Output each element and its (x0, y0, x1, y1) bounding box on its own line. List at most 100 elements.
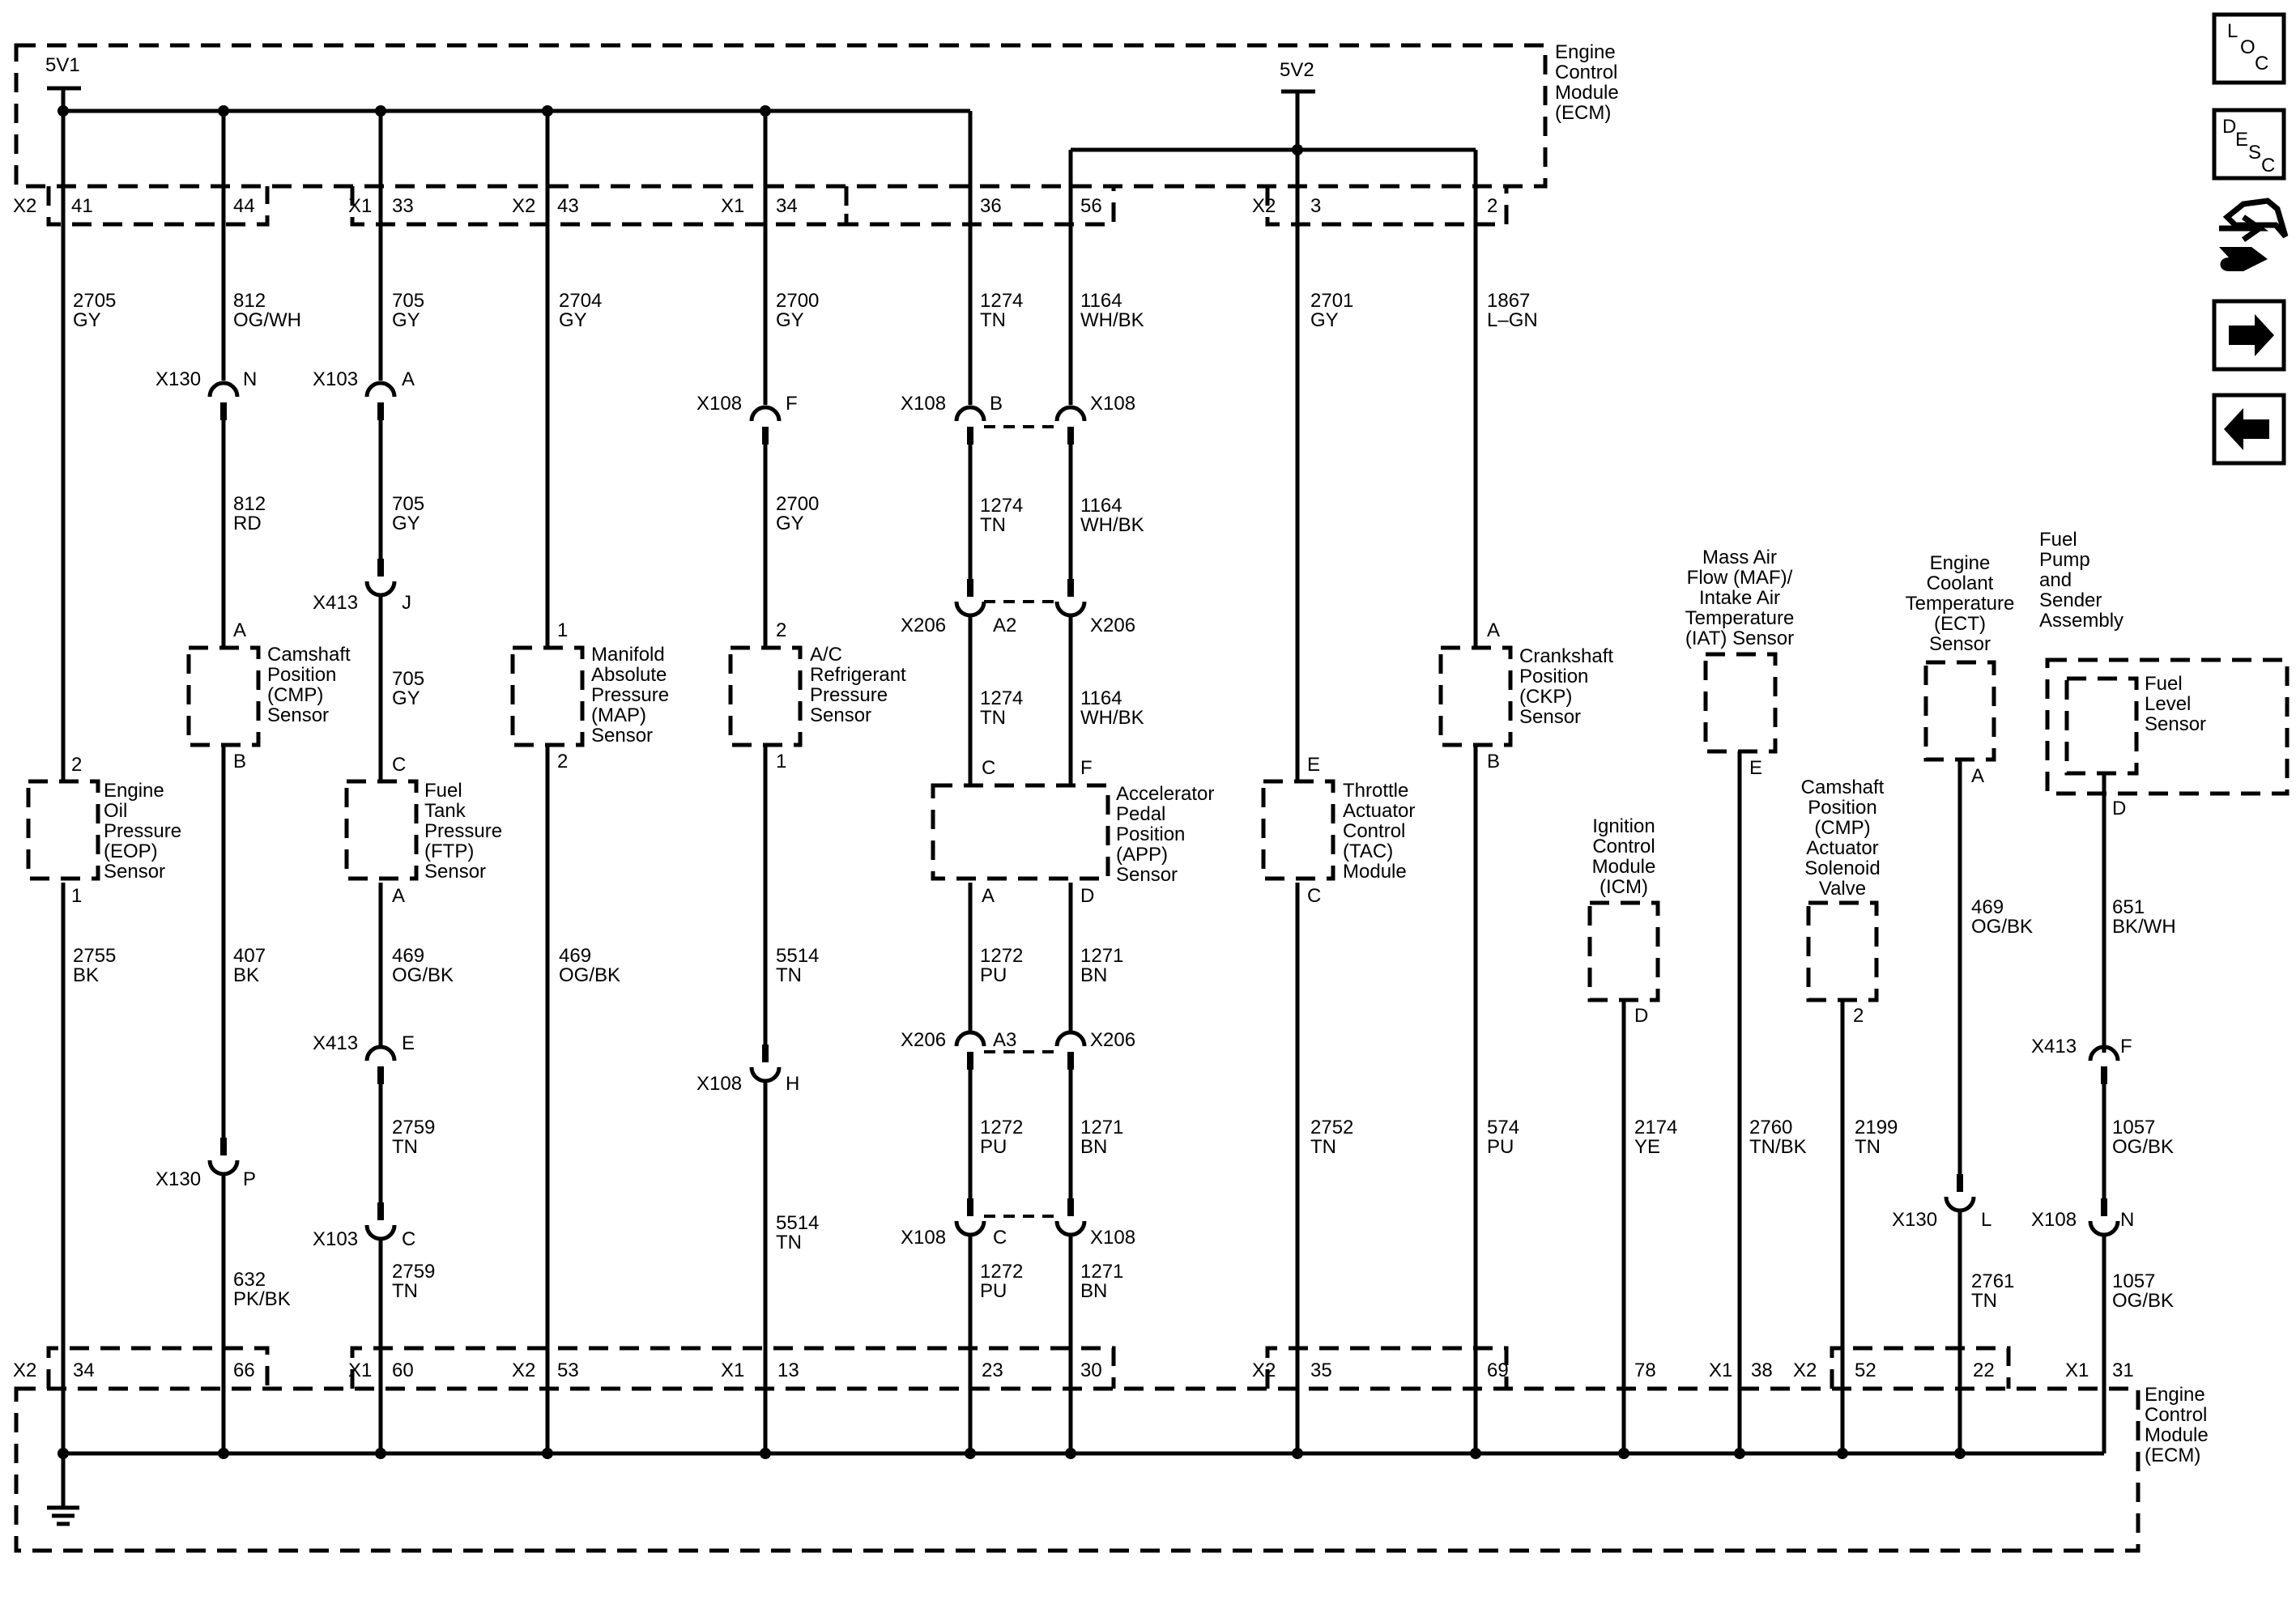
fuel-level-sensor: D Fuel Level Sensor (2064, 673, 2206, 819)
wire-label: 1164 (1080, 290, 1122, 312)
map-sensor: 1 2 Manifold Absolute Pressure (MAP) Sen… (510, 619, 669, 772)
wire-color: BK (73, 964, 99, 986)
connector-x206-a3-pin: A3 (993, 1029, 1016, 1051)
ecm-top-label-3: Module (1555, 82, 1619, 104)
tac-module-label-5: Module (1343, 861, 1407, 883)
wire-color: PU (980, 964, 1007, 986)
fuel-pump-label-2: Pump (2039, 549, 2090, 571)
bottom-pin-30: 30 (1080, 1360, 1102, 1381)
bottom-pin-38: 38 (1751, 1360, 1773, 1381)
wire-color: TN (392, 1280, 418, 1302)
connector-x413-e-name: X413 (313, 1032, 358, 1054)
fuel-level-label-2: Level (2145, 693, 2191, 715)
connector-x108-f: X108 F (696, 393, 798, 445)
wire-segments (58, 111, 2106, 1459)
supply-5v1: 5V1 (45, 54, 81, 111)
tac-module-label-4: (TAC) (1343, 840, 1393, 862)
wire-color: TN/BK (1749, 1136, 1807, 1158)
arrow-left-icon[interactable] (2212, 393, 2286, 466)
connector-x108-k: X108 (1054, 393, 1135, 445)
ac-sensor-label-4: Sensor (810, 704, 871, 726)
wire-color: PU (980, 1136, 1007, 1158)
wire-label: 469 (1971, 896, 2004, 918)
wire-label: 1057 (2112, 1117, 2155, 1138)
map-sensor-pin-2: 2 (557, 751, 568, 772)
fuel-level-pin-d: D (2112, 798, 2126, 819)
wire-label: 5514 (776, 1212, 819, 1234)
tac-module-pin-c: C (1307, 885, 1321, 907)
maf-sensor-pin-e: E (1749, 757, 1762, 779)
wire-color: GY (776, 309, 804, 331)
eop-sensor-pin-1: 1 (71, 885, 82, 907)
wire-label: 1164 (1080, 495, 1122, 517)
top-conn-x2-c: X2 (1252, 195, 1276, 217)
loc-button[interactable]: L O C (2212, 12, 2286, 85)
wire-color: PU (1487, 1136, 1514, 1158)
connector-x108-b: X108 B (901, 393, 1003, 445)
top-pin-labels: X2 41 44 X1 33 X2 43 X1 34 36 56 X2 3 2 (13, 195, 1497, 217)
top-pin-34: 34 (776, 195, 798, 217)
bottom-pin-labels: X2 34 66 X1 60 X2 53 X1 13 23 30 X2 35 6… (13, 1360, 2134, 1381)
connector-x130-n-pin: N (243, 368, 257, 390)
connector-x108-c: X108 C (901, 1198, 1007, 1249)
cmp-sensor-pin-b: B (233, 751, 246, 772)
wire-color: OG/WH (233, 309, 301, 331)
ect-sensor-label-4: (ECT) (1934, 613, 1986, 635)
wire-label: 1274 (980, 290, 1023, 312)
wire-color: TN (1310, 1136, 1336, 1158)
wire-label: 1867 (1487, 290, 1530, 312)
wire-color: BN (1080, 1280, 1107, 1302)
ecm-top-label-2: Control (1555, 62, 1617, 83)
desc-button[interactable]: D E S C (2212, 108, 2286, 181)
map-sensor-label-4: (MAP) (591, 704, 646, 726)
bottom-pin-13: 13 (777, 1360, 799, 1381)
wire-color: GY (1310, 309, 1339, 331)
ecm-top-label-4: (ECM) (1555, 102, 1611, 124)
bottom-pin-34: 34 (73, 1360, 95, 1381)
component-view-icon[interactable] (2219, 198, 2289, 271)
ac-sensor-label-3: Pressure (810, 684, 888, 706)
wire-color: OG/BK (2112, 1136, 2174, 1158)
bottom-conn-x1-d: X1 (2065, 1360, 2089, 1381)
cmp-sensor-label-3: (CMP) (267, 684, 323, 706)
icm-label-2: Control (1592, 836, 1655, 857)
map-sensor-pin-1: 1 (557, 619, 568, 641)
wire-label: 2761 (1971, 1270, 2014, 1292)
cmp-actuator-pin-2: 2 (1853, 1005, 1864, 1027)
wire-label: 1272 (980, 1117, 1023, 1138)
tac-module-label-2: Actuator (1343, 800, 1415, 822)
bottom-pin-60: 60 (392, 1360, 414, 1381)
wire-label: 1271 (1080, 945, 1123, 967)
top-conn-x2-a: X2 (13, 195, 36, 217)
ckp-sensor-pin-a: A (1487, 619, 1500, 641)
ckp-sensor-label-1: Crankshaft (1519, 645, 1613, 667)
tac-module: E C Throttle Actuator Control (TAC) Modu… (1261, 754, 1415, 907)
arrow-right-icon[interactable] (2212, 299, 2286, 372)
maf-sensor-label-1: Mass Air (1702, 547, 1777, 568)
connector-x413-e: X413 E (313, 1032, 415, 1084)
connector-x206-a3-name: X206 (901, 1029, 946, 1051)
app-sensor-label-4: (APP) (1116, 844, 1168, 866)
top-conn-x1-a: X1 (348, 195, 372, 217)
ftp-sensor-label-2: Tank (424, 800, 466, 822)
connector-x130-l-name: X130 (1892, 1209, 1937, 1231)
eop-sensor-label-2: Oil (104, 800, 127, 822)
cmp-actuator-label-2: Position (1808, 797, 1876, 819)
wire-label: 1057 (2112, 1270, 2155, 1292)
ac-sensor-pin-1: 1 (776, 751, 786, 772)
connector-x206-b3: X206 (1054, 1029, 1135, 1070)
wire-color: GY (392, 687, 420, 709)
wire-label: 2759 (392, 1261, 435, 1283)
eop-sensor: 2 1 Engine Oil Pressure (EOP) Sensor (26, 754, 181, 907)
icm-label-3: Module (1592, 856, 1656, 878)
cmp-actuator-solenoid: 2 Camshaft Position (CMP) Actuator Solen… (1801, 777, 1885, 1027)
ckp-sensor-label-4: Sensor (1519, 706, 1581, 728)
connector-x206-a2: X206 A2 (901, 579, 1016, 636)
ckp-sensor-pin-b: B (1487, 751, 1500, 772)
wire-color: GY (559, 309, 587, 331)
wire-label: 2174 (1634, 1117, 1677, 1138)
top-pin-41: 41 (71, 195, 93, 217)
wire-label: 2759 (392, 1117, 435, 1138)
cmp-actuator-label-3: (CMP) (1814, 817, 1870, 839)
